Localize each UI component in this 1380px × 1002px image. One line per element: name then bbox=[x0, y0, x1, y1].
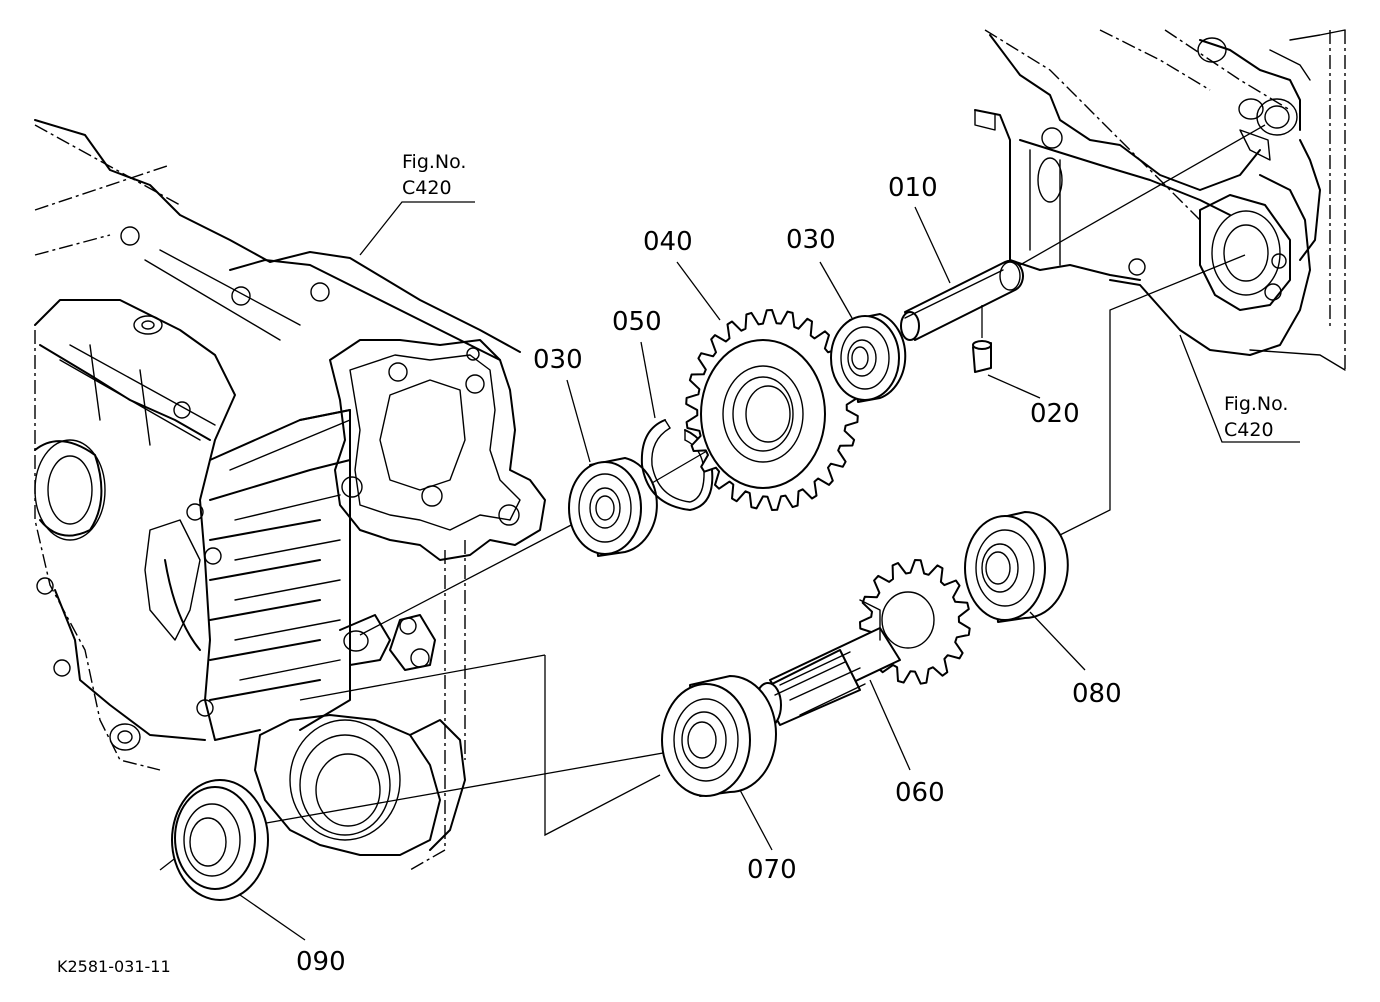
pin-020 bbox=[972, 305, 992, 373]
label-080: 080 bbox=[1072, 679, 1122, 709]
label-090: 090 bbox=[296, 947, 346, 977]
fig-ref-right-line2: C420 bbox=[1224, 419, 1274, 441]
label-070: 070 bbox=[747, 855, 797, 885]
gear-040 bbox=[685, 309, 859, 511]
right-transmission-case bbox=[974, 29, 1346, 371]
figure-reference-left: Fig.No. C420 bbox=[402, 151, 466, 199]
ball-bearing-030-right bbox=[830, 313, 907, 403]
drawing-code: K2581-031-11 bbox=[57, 957, 171, 976]
shaft-010 bbox=[900, 259, 1024, 341]
label-020: 020 bbox=[1030, 399, 1080, 429]
ball-bearing-070 bbox=[661, 675, 777, 797]
part-labels: 010 020 030 030 040 050 060 070 080 090 bbox=[296, 173, 1122, 977]
label-060: 060 bbox=[895, 778, 945, 808]
fig-ref-left-line1: Fig.No. bbox=[402, 151, 466, 173]
label-030-left: 030 bbox=[533, 345, 583, 375]
label-050: 050 bbox=[612, 307, 662, 337]
label-030-right: 030 bbox=[786, 225, 836, 255]
ball-bearing-030-left bbox=[568, 457, 658, 557]
leader-lines bbox=[239, 201, 1300, 941]
oil-seal-090 bbox=[171, 779, 269, 901]
figure-reference-right: Fig.No. C420 bbox=[1224, 393, 1288, 441]
fig-ref-right-line1: Fig.No. bbox=[1224, 393, 1288, 415]
label-010: 010 bbox=[888, 173, 938, 203]
left-transmission-case bbox=[34, 119, 546, 871]
center-lines bbox=[159, 124, 1266, 871]
gear-shaft-060 bbox=[754, 559, 971, 728]
ball-bearing-080 bbox=[964, 511, 1069, 623]
fig-ref-left-line2: C420 bbox=[402, 177, 452, 199]
label-040: 040 bbox=[643, 227, 693, 257]
